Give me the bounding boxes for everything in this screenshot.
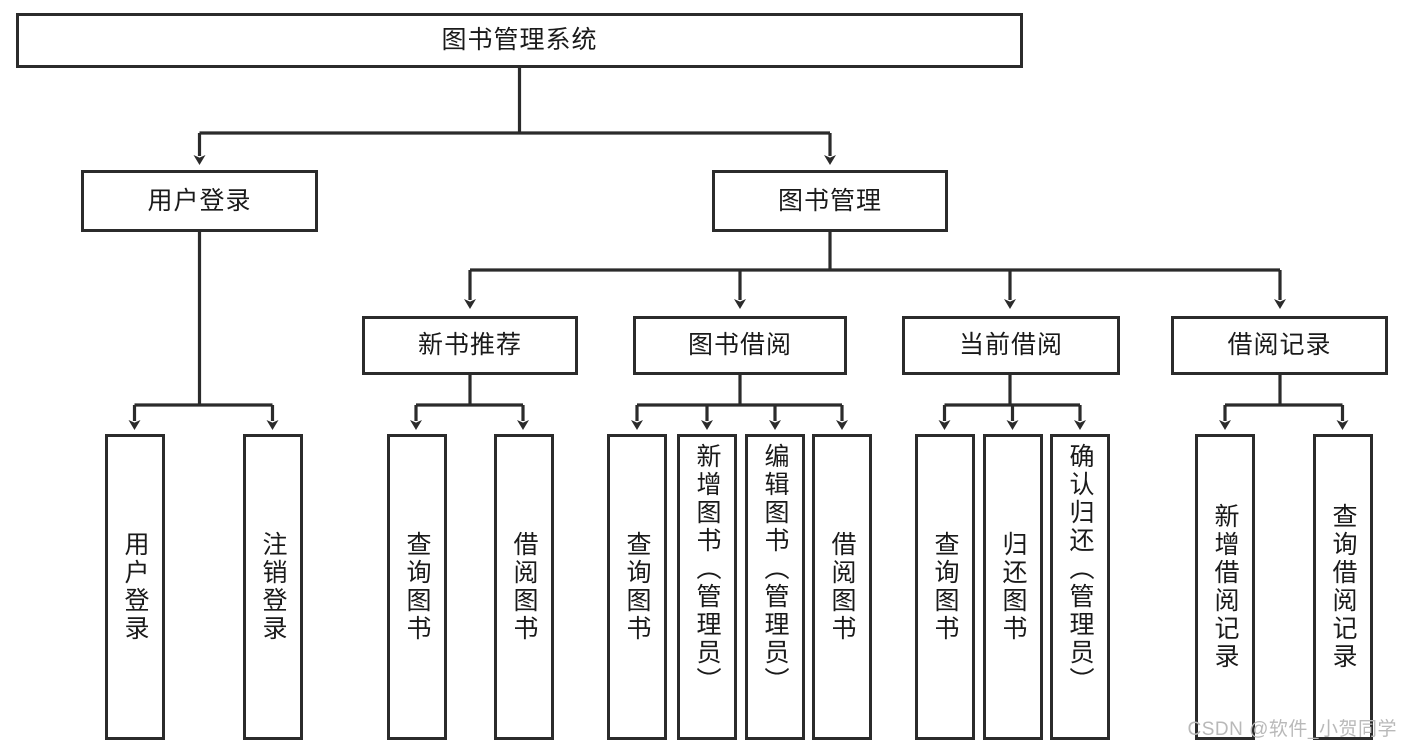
leaf-book-borrow-0[interactable]: 查询图书	[607, 434, 667, 740]
node-new-book-recommend[interactable]: 新书推荐	[362, 316, 578, 375]
node-new-book-recommend-label: 新书推荐	[417, 331, 522, 360]
node-borrow-record[interactable]: 借阅记录	[1171, 316, 1388, 375]
leaf-label: 查询借阅记录	[1329, 503, 1357, 671]
node-root-label: 图书管理系统	[441, 26, 598, 55]
leaf-label: 查询图书	[403, 531, 431, 643]
leaf-borrow-record-1[interactable]: 查询借阅记录	[1313, 434, 1373, 740]
leaf-label: 借阅图书	[510, 531, 538, 643]
leaf-label: 查询图书	[623, 531, 651, 643]
leaf-book-borrow-2[interactable]: 编辑图书（管理员）	[745, 434, 805, 740]
leaf-user-login-1[interactable]: 注销登录	[243, 434, 303, 740]
leaf-label: 归还图书	[999, 531, 1027, 643]
node-borrow-record-label: 借阅记录	[1227, 331, 1332, 360]
leaf-label: 新增图书（管理员）	[693, 443, 721, 695]
node-user-login-label: 用户登录	[147, 186, 252, 215]
watermark: CSDN @软件_小贺同学	[1187, 719, 1397, 740]
leaf-label: 用户登录	[121, 531, 149, 643]
leaf-new-book-recommend-1[interactable]: 借阅图书	[494, 434, 554, 740]
leaf-current-borrow-0[interactable]: 查询图书	[915, 434, 975, 740]
node-current-borrow[interactable]: 当前借阅	[902, 316, 1120, 375]
leaf-label: 注销登录	[259, 531, 287, 643]
node-root[interactable]: 图书管理系统	[16, 13, 1023, 68]
leaf-label: 查询图书	[931, 531, 959, 643]
node-book-manage[interactable]: 图书管理	[712, 170, 948, 232]
leaf-borrow-record-0[interactable]: 新增借阅记录	[1195, 434, 1255, 740]
leaf-label: 借阅图书	[828, 531, 856, 643]
node-user-login[interactable]: 用户登录	[81, 170, 318, 232]
leaf-label: 确认归还（管理员）	[1066, 443, 1094, 695]
leaf-label: 编辑图书（管理员）	[761, 443, 789, 695]
node-book-borrow[interactable]: 图书借阅	[633, 316, 847, 375]
leaf-label: 新增借阅记录	[1211, 503, 1239, 671]
leaf-book-borrow-1[interactable]: 新增图书（管理员）	[677, 434, 737, 740]
leaf-current-borrow-1[interactable]: 归还图书	[983, 434, 1043, 740]
node-current-borrow-label: 当前借阅	[958, 331, 1063, 360]
leaf-book-borrow-3[interactable]: 借阅图书	[812, 434, 872, 740]
leaf-current-borrow-2[interactable]: 确认归还（管理员）	[1050, 434, 1110, 740]
leaf-user-login-0[interactable]: 用户登录	[105, 434, 165, 740]
node-book-borrow-label: 图书借阅	[687, 331, 792, 360]
leaf-new-book-recommend-0[interactable]: 查询图书	[387, 434, 447, 740]
node-book-manage-label: 图书管理	[777, 186, 882, 215]
